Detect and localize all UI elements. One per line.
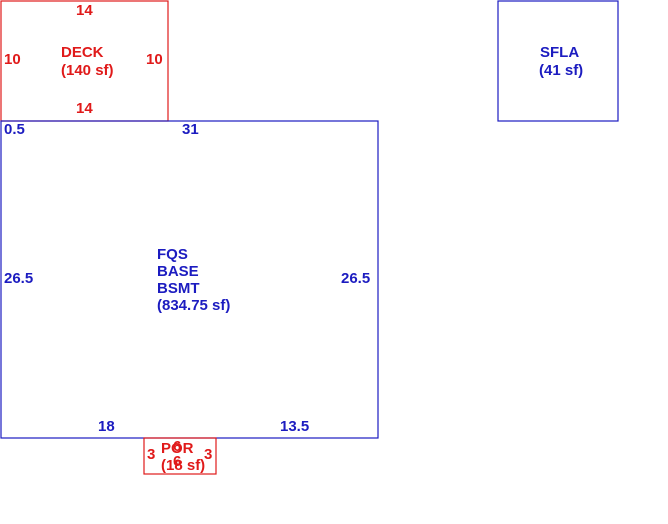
porch-top-dimension: 6 — [173, 438, 181, 455]
main-bottom-left-dimension: 18 — [98, 418, 115, 435]
main-area: (834.75 sf) — [157, 297, 230, 314]
deck-right-dimension: 10 — [146, 51, 163, 68]
porch-outline — [143, 437, 217, 475]
deck-name: DECK — [61, 44, 104, 61]
main-right-dimension: 26.5 — [341, 270, 370, 287]
deck-bottom-dimension: 14 — [76, 100, 93, 117]
porch-bottom-dimension: 6 — [173, 453, 181, 470]
deck-area: (140 sf) — [61, 62, 114, 79]
porch-area: (18 sf) — [161, 457, 205, 474]
sfla-name: SFLA — [540, 44, 579, 61]
sfla-area: (41 sf) — [539, 62, 583, 79]
porch-name: POR — [161, 440, 194, 457]
main-left-dimension: 26.5 — [4, 270, 33, 287]
porch-right-dimension: 3 — [204, 446, 212, 463]
deck-top-dimension: 14 — [76, 2, 93, 19]
main-bottom-right-dimension: 13.5 — [280, 418, 309, 435]
deck-left-dimension: 10 — [4, 51, 21, 68]
main-label-bsmt: BSMT — [157, 280, 200, 297]
main-top-dimension: 31 — [182, 121, 199, 138]
main-label-fqs: FQS — [157, 246, 188, 263]
sfla-outline — [497, 0, 619, 122]
main-label-base: BASE — [157, 263, 199, 280]
main-top-left-offset: 0.5 — [4, 121, 25, 138]
porch-left-dimension: 3 — [147, 446, 155, 463]
